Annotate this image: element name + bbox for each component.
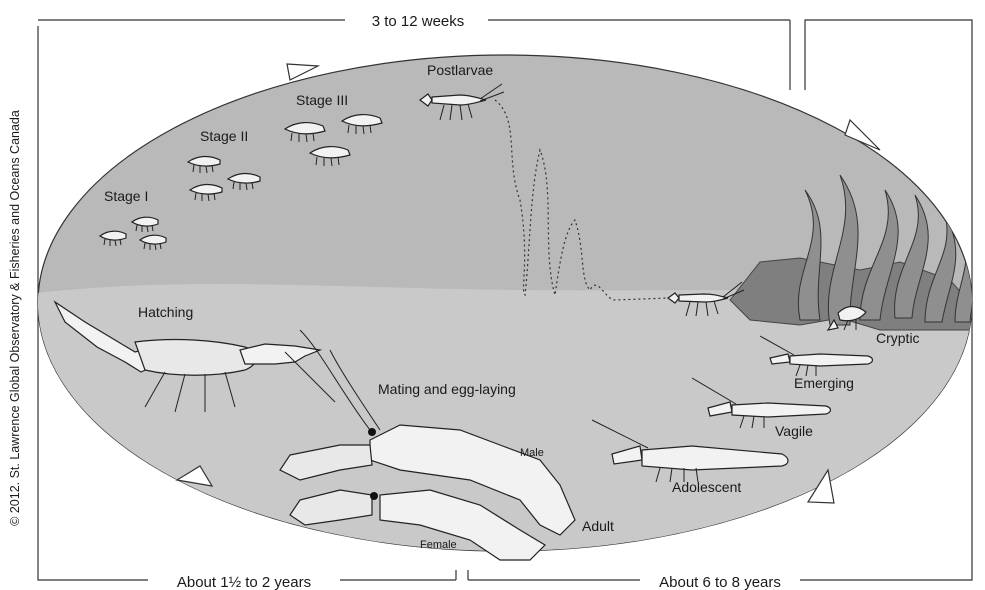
label-mating: Mating and egg-laying — [378, 381, 516, 397]
label-cryptic: Cryptic — [876, 330, 920, 346]
sea-ellipse — [20, 55, 985, 590]
label-stage-iii: Stage III — [296, 92, 348, 108]
duration-bottom-right-label: About 6 to 8 years — [659, 574, 781, 590]
label-male: Male — [520, 447, 544, 459]
label-adolescent: Adolescent — [672, 479, 741, 495]
duration-top-label: 3 to 12 weeks — [372, 13, 465, 30]
label-stage-i: Stage I — [104, 188, 148, 204]
label-hatching: Hatching — [138, 304, 193, 320]
label-stage-ii: Stage II — [200, 128, 248, 144]
label-emerging: Emerging — [794, 375, 854, 391]
label-female: Female — [420, 539, 457, 551]
label-adult: Adult — [582, 518, 614, 534]
duration-bottom-left-label: About 1½ to 2 years — [177, 574, 311, 590]
label-postlarvae: Postlarvae — [427, 62, 493, 78]
copyright-credit: © 2012. St. Lawrence Global Observatory … — [8, 110, 22, 526]
label-vagile: Vagile — [775, 423, 813, 439]
